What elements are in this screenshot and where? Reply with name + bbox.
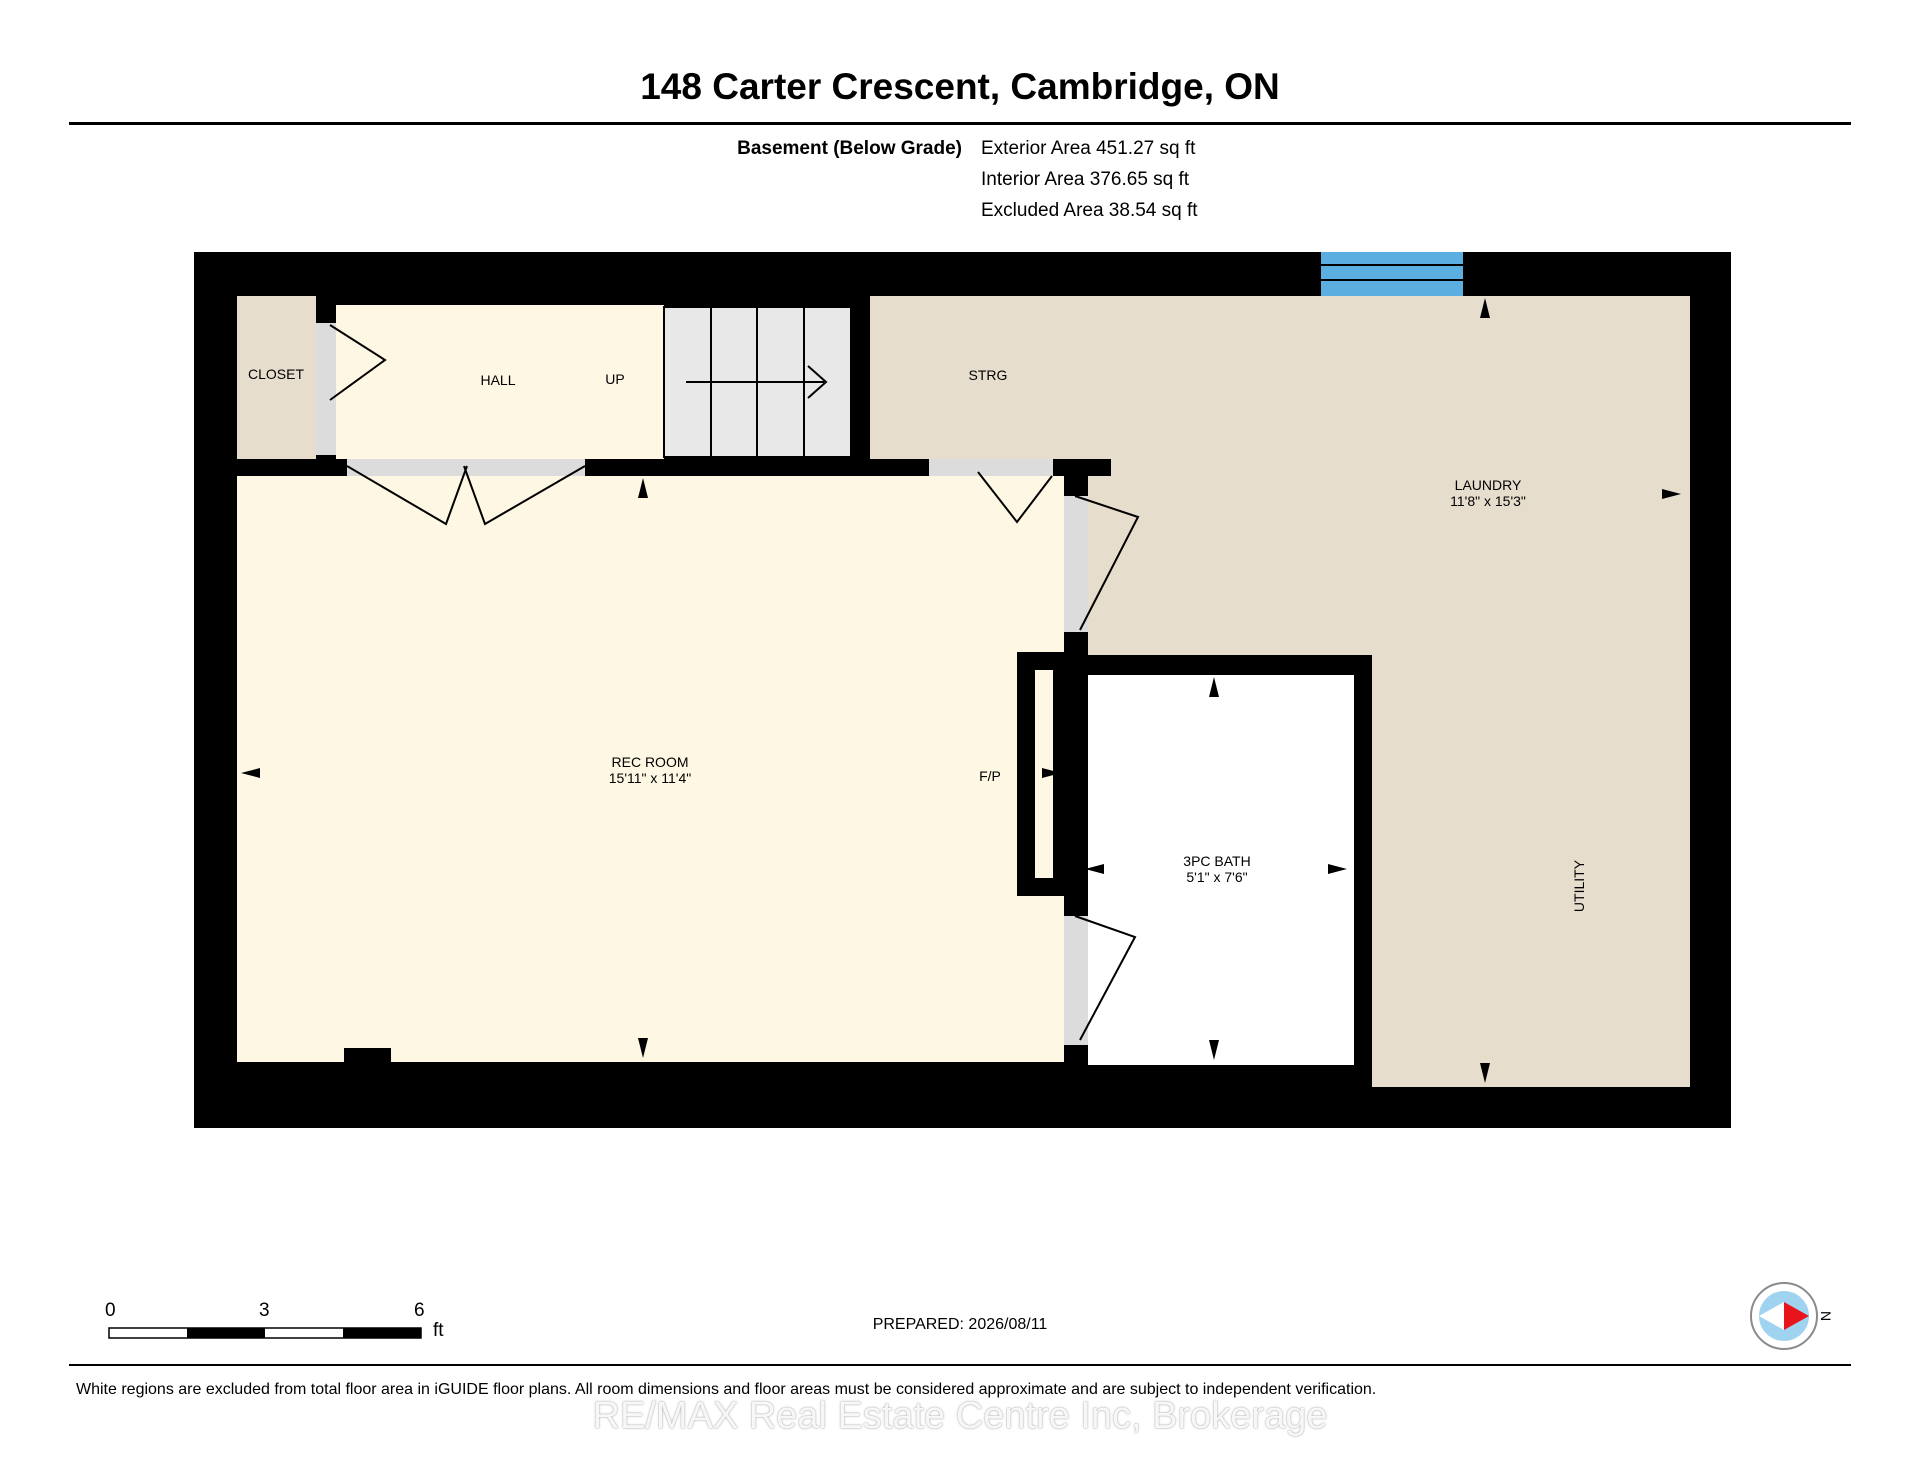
closet-door-gap xyxy=(316,323,336,455)
wall xyxy=(1064,896,1088,916)
bath-label: 3PC BATH xyxy=(1183,853,1250,869)
compass-icon: N xyxy=(1750,1282,1834,1350)
scale-tick-3: 3 xyxy=(259,1300,270,1321)
storage-door-gap xyxy=(929,459,1053,476)
level-name: Basement (Below Grade) xyxy=(737,138,962,159)
laundry-door-gap xyxy=(1064,496,1088,632)
wall xyxy=(1064,476,1088,496)
scale-tick-0: 0 xyxy=(105,1300,116,1321)
disclaimer-text: White regions are excluded from total fl… xyxy=(76,1381,1377,1398)
wall xyxy=(1053,459,1111,476)
door-swings xyxy=(329,324,1140,1041)
laundry-room xyxy=(1088,476,1690,655)
bath-dims: 5'1" x 7'6" xyxy=(1186,869,1247,885)
interior-area: Interior Area 376.65 sq ft xyxy=(981,169,1190,190)
wall-stub xyxy=(344,1048,391,1064)
scale-tick-6: 6 xyxy=(414,1300,425,1321)
stair-treads xyxy=(663,306,852,458)
utility-label: UTILITY xyxy=(1571,859,1587,912)
storage-label: STRG xyxy=(969,367,1008,383)
exterior-area: Exterior Area 451.27 sq ft xyxy=(981,138,1196,159)
wall xyxy=(1064,632,1088,652)
rec-room xyxy=(237,476,1066,1062)
bath-door-gap xyxy=(1064,916,1088,1045)
hall-label: HALL xyxy=(480,372,515,388)
bath-room xyxy=(1088,675,1354,1065)
bath-wall xyxy=(1064,655,1371,675)
dimension-arrows xyxy=(241,298,1681,1083)
window xyxy=(1321,252,1463,296)
up-label: UP xyxy=(605,371,624,387)
scale-bar xyxy=(108,1327,422,1339)
closet-room xyxy=(237,296,316,459)
rec-room-dims: 15'11" x 11'4" xyxy=(609,770,692,786)
wall xyxy=(851,296,870,476)
footer-divider xyxy=(69,1364,1851,1366)
laundry-label: LAUNDRY xyxy=(1455,477,1522,493)
header-divider xyxy=(69,122,1851,125)
fireplace-label: F/P xyxy=(979,768,1001,784)
rec-room-label: REC ROOM xyxy=(612,754,689,770)
excluded-area: Excluded Area 38.54 sq ft xyxy=(981,200,1198,221)
hall-room xyxy=(336,305,664,459)
brokerage-watermark: RE/MAX Real Estate Centre Inc, Brokerage xyxy=(592,1395,1328,1437)
closet-label: CLOSET xyxy=(248,366,304,382)
scale-unit: ft xyxy=(433,1320,444,1341)
laundry-dims: 11'8" x 15'3" xyxy=(1450,493,1526,509)
page-title: 148 Carter Crescent, Cambridge, ON xyxy=(640,66,1280,107)
compass-north-label: N xyxy=(1818,1311,1834,1321)
prepared-date: PREPARED: 2026/08/11 xyxy=(872,1316,1048,1333)
storage-room xyxy=(870,296,1690,476)
wall xyxy=(237,459,347,476)
bath-wall xyxy=(1354,655,1372,1087)
wall xyxy=(585,459,929,476)
wall xyxy=(1064,1045,1088,1065)
utility-room xyxy=(1372,655,1690,1087)
